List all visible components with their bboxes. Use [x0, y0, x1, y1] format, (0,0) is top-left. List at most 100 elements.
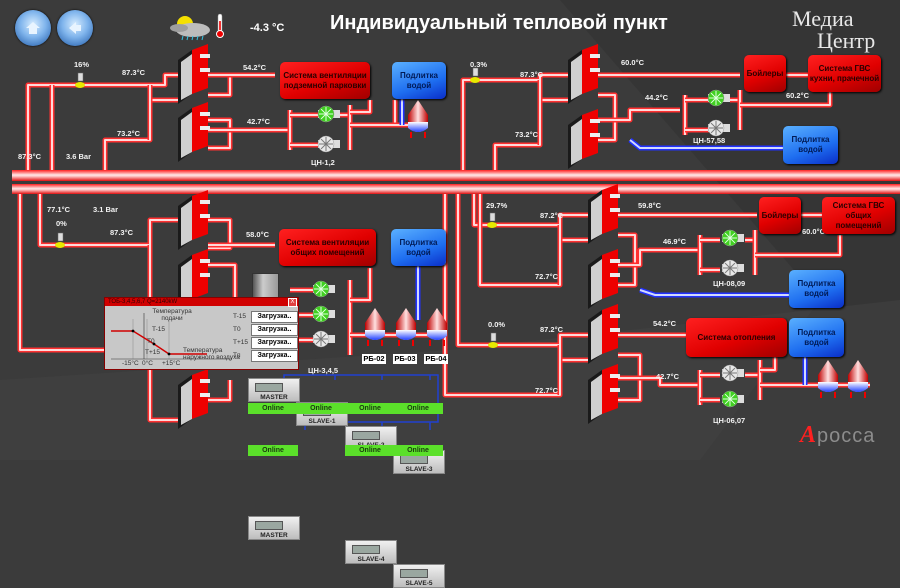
controller-status[interactable]: Online — [393, 403, 443, 414]
setpoint-label: Tп — [233, 352, 241, 359]
heat-exchanger-icon — [588, 304, 620, 364]
pump-running-icon[interactable] — [721, 390, 744, 408]
pump-running-icon[interactable] — [312, 305, 335, 323]
controller-name: SLAVE-5 — [405, 580, 433, 587]
pump-stopped-icon[interactable] — [312, 330, 335, 348]
common-ventilation-system[interactable]: Система вентиляции общих помещений — [279, 229, 376, 266]
plc-controller[interactable]: MASTER — [248, 516, 300, 540]
kitchen-secondary-return: 44.2°C — [645, 93, 669, 102]
heat-exchanger-icon — [588, 249, 620, 309]
setpoint-label: T0 — [233, 326, 241, 333]
control-valve-icon[interactable] — [487, 212, 497, 228]
controller-status[interactable]: Online — [248, 403, 298, 414]
common-vent-secondary-supply: 58.0°C — [246, 230, 270, 239]
pump-stopped-icon[interactable] — [317, 135, 340, 153]
heating-return-out: 72.7°C — [535, 386, 559, 395]
kitchen-dhw-system[interactable]: Система ГВС кухни, прачечной — [808, 55, 881, 92]
curve-point-t-15 — [131, 329, 135, 333]
kitchen-boiler-out: 60.2°C — [786, 91, 810, 100]
curve-label-t-15: T-15 — [152, 326, 166, 333]
controller-status[interactable]: Online — [345, 445, 395, 456]
control-valve-icon[interactable] — [470, 67, 480, 83]
plc-controller[interactable]: MASTER — [248, 378, 300, 402]
main-supply-header — [12, 170, 900, 181]
logo-line-2: Центр — [817, 28, 876, 53]
heating-makeup-water[interactable]: Подлитка водой — [789, 318, 844, 357]
parking-makeup-water[interactable]: Подлитка водой — [392, 62, 446, 99]
expansion-tank-icon — [818, 360, 838, 398]
page-title: Индивидуальный тепловой пункт — [330, 12, 668, 34]
controller-name: SLAVE-1 — [308, 418, 336, 425]
panel-title: ТОБ-3,4,5,6,7 Q=2140kW — [108, 299, 178, 305]
dhw-common-pumps-label: ЦН-08,09 — [713, 279, 746, 288]
kitchen-boilers[interactable]: Бойлеры — [744, 55, 786, 92]
curve-label-t+15: T+15 — [145, 349, 160, 356]
setpoint-value[interactable]: Загрузка.. — [251, 337, 298, 349]
common-vent-pumps-label: ЦН-3,4,5 — [308, 366, 339, 375]
control-valve-icon[interactable] — [55, 232, 65, 248]
common-vent-makeup-water[interactable]: Подлитка водой — [391, 229, 446, 266]
thermometer-icon — [216, 13, 224, 38]
kitchen-makeup-water[interactable]: Подлитка водой — [783, 126, 838, 164]
plc-controller[interactable]: SLAVE-4 — [345, 540, 397, 564]
tank-label: РБ-04 — [424, 354, 448, 364]
setpoint-value[interactable]: Загрузка.. — [251, 311, 298, 323]
back-button[interactable] — [57, 10, 93, 46]
home-button[interactable] — [15, 10, 51, 46]
panel-close-button[interactable]: X — [288, 298, 297, 307]
controller-status[interactable]: Online — [345, 403, 395, 414]
brand-letter: A — [800, 422, 818, 448]
dhw-common-system[interactable]: Система ГВС общих помещений — [822, 197, 895, 234]
heat-exchanger-icon — [178, 102, 210, 162]
heat-exchanger-icon — [178, 190, 210, 250]
main-return-header — [12, 184, 900, 194]
setpoint-label: T-15 — [233, 313, 247, 320]
curve-x-tick: +15°C — [162, 360, 181, 367]
controller-name: MASTER — [260, 532, 288, 539]
parking-secondary-supply: 54.2°C — [243, 63, 267, 72]
controller-status[interactable]: Online — [296, 403, 346, 414]
setpoint-value[interactable]: Загрузка.. — [251, 350, 298, 362]
expansion-tank-icon — [396, 308, 416, 346]
piping-diagram — [12, 44, 900, 429]
tank-label: РБ-02 — [362, 354, 386, 364]
heat-exchanger-icon — [178, 249, 210, 309]
panel-title-bar: ТОБ-3,4,5,6,7 Q=2140kW X — [105, 298, 298, 307]
setpoint-value[interactable]: Загрузка.. — [251, 324, 298, 336]
heating-curve-chart — [111, 313, 232, 360]
control-valve-icon[interactable] — [75, 72, 85, 88]
parking-secondary-return: 42.7°C — [247, 117, 271, 126]
kitchen-supply-in: 87.3°C — [520, 70, 544, 79]
pump-stopped-icon[interactable] — [721, 259, 744, 277]
heating-curve-panel: ТОБ-3,4,5,6,7 Q=2140kW X Температура под… — [104, 297, 299, 370]
dhw-common-secondary-return: 46.9°C — [663, 237, 687, 246]
pump-stopped-icon[interactable] — [707, 119, 730, 137]
heating-pumps-label: ЦН-06,07 — [713, 416, 746, 425]
heating-system[interactable]: Система отопления — [686, 318, 787, 357]
setpoint-label: T+15 — [233, 339, 248, 346]
curve-point-t+15 — [167, 352, 171, 356]
controller-name: MASTER — [260, 394, 288, 401]
parking-supply-in: 87.3°C — [122, 68, 146, 77]
pump-running-icon[interactable] — [707, 89, 730, 107]
controller-status[interactable]: Online — [393, 445, 443, 456]
pump-running-icon[interactable] — [721, 229, 744, 247]
expansion-tank-icon — [848, 360, 868, 398]
plc-controller[interactable]: SLAVE-5 — [393, 564, 445, 588]
expansion-tank-icon — [408, 100, 428, 138]
tank-label: РБ-03 — [393, 354, 417, 364]
pump-running-icon[interactable] — [312, 280, 335, 298]
control-valve-icon[interactable] — [488, 332, 498, 348]
heating-valve-opening: 0.0% — [488, 320, 506, 329]
controller-status[interactable]: Online — [248, 445, 298, 456]
logo-line-1: Медиа — [792, 6, 854, 31]
parking-valve-opening: 16% — [74, 60, 90, 69]
expansion-tank-icon — [365, 308, 385, 346]
pump-stopped-icon[interactable] — [721, 364, 744, 382]
dhw-common-boilers[interactable]: Бойлеры — [759, 197, 801, 234]
dhw-common-makeup-water[interactable]: Подлитка водой — [789, 270, 844, 308]
common-vent-supply-in: 87.3°C — [110, 228, 134, 237]
dhw-common-supply-in: 87.2°C — [540, 211, 564, 220]
pump-running-icon[interactable] — [317, 105, 340, 123]
parking-ventilation-system[interactable]: Система вентиляции подземной парковки — [280, 62, 370, 99]
